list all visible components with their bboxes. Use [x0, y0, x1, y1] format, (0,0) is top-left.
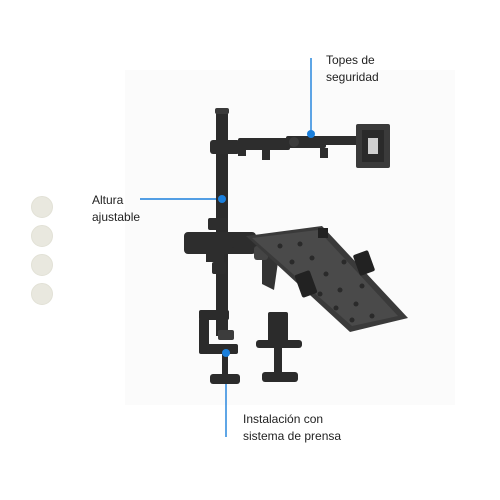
callout-safety-stops-line1: Topes de — [326, 53, 375, 67]
callout-adjustable-height-line1: Altura — [92, 193, 124, 207]
color-swatch-1[interactable] — [31, 196, 53, 218]
laptop-tray — [246, 226, 408, 332]
color-swatch-4[interactable] — [31, 283, 53, 305]
callout-adjustable-height: Altura ajustable — [92, 192, 140, 226]
tray-holes — [277, 241, 375, 323]
pole-cap — [215, 108, 229, 114]
callout-safety-stops-line2: seguridad — [326, 70, 379, 84]
color-swatch-2[interactable] — [31, 225, 53, 247]
callout-safety-stops: Topes de seguridad — [326, 52, 379, 86]
grommet-base — [256, 312, 302, 382]
callout-adjustable-height-line2: ajustable — [92, 210, 141, 224]
callout-clamp-installation-line1: Instalación con — [243, 412, 324, 426]
vesa-plate-top — [356, 124, 390, 168]
upper-arm — [210, 136, 362, 160]
callout-clamp-installation-line2: sistema de prensa — [243, 429, 342, 443]
callout-clamp-installation: Instalación con sistema de prensa — [243, 411, 341, 445]
color-swatch-3[interactable] — [31, 254, 53, 276]
